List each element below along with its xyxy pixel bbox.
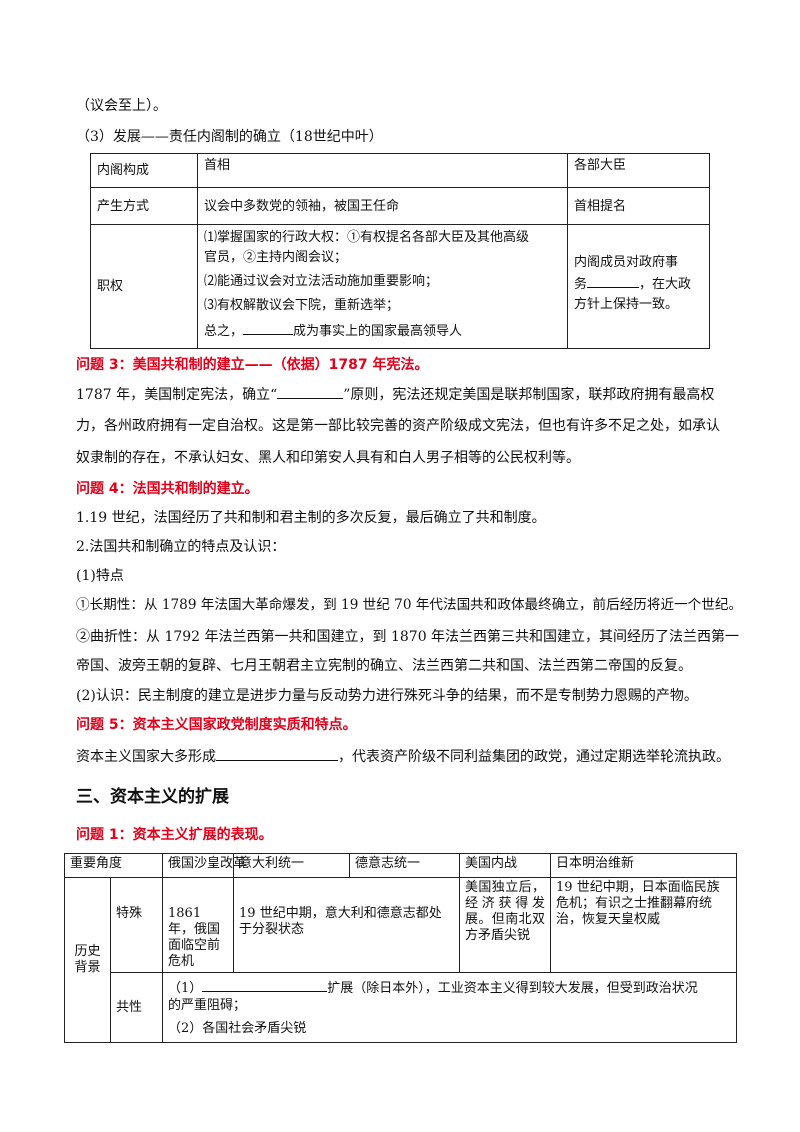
powers-right-cell: 内阁成员对政府事 务 ，在大政 方针上保持一致。	[567, 224, 710, 349]
right-text: 方针上保持一致。	[574, 297, 679, 312]
right-text: 内阁成员对政府事	[574, 255, 679, 270]
cabinet-table: 内阁构成 首相 各部大臣 产生方式 议会中多数党的领袖，被国王任命 首相提名 职…	[90, 153, 710, 349]
q4-paragraph: 1.19 世纪，法国经历了共和制和君主制的多次反复，最后确立了共和制度。	[76, 510, 546, 526]
row-label: 职权	[90, 224, 198, 349]
q5-prefix: 资本主义国家大多形成	[76, 749, 216, 765]
intro-line: （议会至上）。	[76, 98, 167, 114]
table-row: 职权 ⑴掌握国家的行政大权：①有权提名各部大臣及其他高级 官员，②主持内阁会议；…	[90, 224, 710, 349]
q4-paragraph: (1)特点	[76, 568, 124, 584]
q5-line: 资本主义国家大多形成 ，代表资产阶级不同利益集团的政党，通过定期选举轮流执政。	[76, 746, 730, 767]
q5-suffix: ，代表资产阶级不同利益集团的政党，通过定期选举轮流执政。	[338, 749, 730, 765]
summary-prefix: 总之，	[204, 324, 244, 339]
power-item: ⑶有权解散议会下院，重新选举；	[204, 298, 400, 313]
development-heading: （3）发展——责任内阁制的确立（18世纪中叶）	[76, 129, 383, 145]
table-row: 共性 （1） 扩展（除日本外），工业资本主义得到较大发展，但受到政治状况 的严重阻…	[65, 972, 738, 1043]
table-header-row: 重要角度 俄国沙皇改革 意大利统一 德意志统一 美国内战 日本明治维新	[63, 853, 738, 878]
right-text: 务 ，在大政	[574, 273, 703, 295]
power-item: ⑴掌握国家的行政大权：①有权提名各部大臣及其他高级	[204, 230, 530, 245]
fill-blank[interactable]	[587, 273, 640, 288]
common-cell: （1）扩展（除日本外），工业资本主义得到较大发展，但受到政治状况 的严重阻碍； …	[162, 972, 738, 1043]
q3-suffix: ”原则，宪法还规定美国是联邦制国家，联邦政府拥有最高权	[343, 387, 715, 403]
summary-suffix: 成为事实上的国家最高领导人	[293, 324, 463, 339]
common-prefix: （1）	[168, 981, 203, 996]
common-suffix: 扩展（除日本外），工业资本主义得到较大发展，但受到政治状况	[327, 981, 698, 996]
section-3-heading: 三、资本主义的扩展	[76, 787, 229, 807]
q3-prefix: 1787 年，美国制定宪法，确立“	[76, 387, 278, 403]
table-cell: 美国独立后，经济获得发展。但南北双方矛盾尖锐	[459, 877, 552, 973]
q4-paragraph: ①长期性：从 1789 年法国大革命爆发，到 19 世纪 70 年代法国共和政体…	[76, 597, 743, 613]
table-cell: 19 世纪中期，意大利和德意志都处于分裂状态	[233, 877, 461, 973]
table-row: 产生方式 议会中多数党的领袖，被国王任命 首相提名	[90, 187, 710, 225]
section-3-question-1: 问题 1：资本主义扩展的表现。	[76, 827, 273, 843]
row-label: 共性	[109, 972, 164, 1043]
fill-blank[interactable]	[243, 320, 294, 335]
column-header: 重要角度	[63, 853, 164, 878]
row-label: 内阁构成	[90, 153, 198, 188]
q3-line: 奴隶制的存在，不承认妇女、黑人和印第安人具有和白人男子相等的公民权利等。	[76, 450, 580, 466]
row-cell: 议会中多数党的领袖，被国王任命	[197, 187, 568, 225]
q3-line: 1787 年，美国制定宪法，确立“ ”原则，宪法还规定美国是联邦制国家，联邦政府拥…	[76, 384, 714, 405]
row-cell: 首相	[197, 153, 568, 188]
fill-blank[interactable]	[216, 746, 338, 761]
common-item: （2）各国社会矛盾尖锐	[168, 1021, 307, 1036]
question-4-title: 问题 4：法国共和制的建立。	[76, 481, 259, 497]
row-label: 特殊	[109, 877, 164, 973]
row-label: 产生方式	[90, 187, 198, 225]
column-header: 俄国沙皇改革	[162, 853, 246, 878]
power-item: ⑵能通过议会对立法活动施加重要影响；	[204, 274, 439, 289]
table-row: 内阁构成 首相 各部大臣	[90, 153, 710, 188]
right-prefix: 务	[574, 277, 588, 292]
right-suffix: ，在大政	[639, 277, 692, 292]
table-row: 历史背景 特殊 1861 年，俄国面临空前危机 19 世纪中期，意大利和德意志都…	[64, 877, 738, 1043]
column-header: 意大利统一	[233, 853, 351, 878]
q4-paragraph: ②曲折性：从 1792 年法兰西第一共和国建立，到 1870 年法兰西第三共和国…	[76, 629, 740, 645]
power-item: 官员，②主持内阁会议；	[204, 250, 348, 265]
power-summary: 总之， 成为事实上的国家最高领导人	[204, 320, 561, 342]
question-5-title: 问题 5：资本主义国家政党制度实质和特点。	[76, 717, 357, 733]
expansion-table: 重要角度 俄国沙皇改革 意大利统一 德意志统一 美国内战 日本明治维新 历史背景…	[63, 853, 738, 1043]
q4-paragraph: 帝国、波旁王朝的复辟、七月王朝君主立宪制的确立、法兰西第二共和国、法兰西第二帝国…	[76, 658, 692, 674]
row-cell: 各部大臣	[567, 153, 710, 188]
column-header: 日本明治维新	[550, 853, 738, 878]
question-3-title: 问题 3：美国共和制的建立——（依据）1787 年宪法。	[76, 357, 429, 373]
table-cell: 19 世纪中期，日本面临民族危机；有识之士推翻幕府统治，恢复天皇权威	[550, 877, 738, 973]
common-item: 的严重阻碍；	[168, 998, 247, 1013]
table-cell: 1861 年，俄国面临空前危机	[162, 877, 235, 973]
row-cell: 首相提名	[567, 187, 710, 225]
fill-blank[interactable]	[202, 977, 328, 992]
fill-blank[interactable]	[277, 384, 344, 399]
column-header: 德意志统一	[349, 853, 461, 878]
row-group-label: 历史背景	[64, 877, 111, 1043]
q4-paragraph: 2.法国共和制确立的特点及认识：	[76, 539, 286, 555]
powers-cell: ⑴掌握国家的行政大权：①有权提名各部大臣及其他高级 官员，②主持内阁会议； ⑵能…	[197, 224, 568, 349]
common-item: （1） 扩展（除日本外），工业资本主义得到较大发展，但受到政治状况	[168, 977, 731, 997]
q3-line: 力，各州政府拥有一定自治权。这是第一部比较完善的资产阶级成文宪法，但也有许多不足…	[76, 418, 720, 434]
column-header: 美国内战	[459, 853, 552, 878]
q4-paragraph: (2)认识：民主制度的建立是进步力量与反动势力进行殊死斗争的结果，而不是专制势力…	[76, 688, 698, 704]
